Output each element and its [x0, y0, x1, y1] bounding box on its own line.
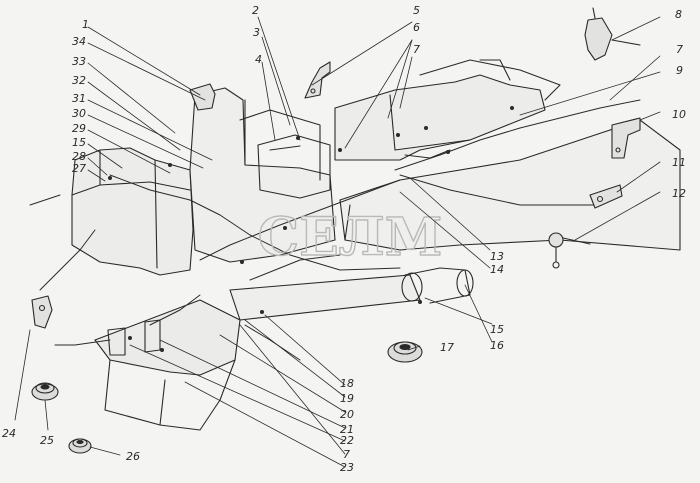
callout-11: 11: [672, 156, 686, 169]
clamp-1: [189, 83, 216, 111]
battery-box: [334, 59, 561, 161]
callout-6: 6: [413, 21, 420, 34]
clamp-24: [31, 295, 53, 329]
callout-24: 24: [2, 427, 16, 440]
callout-numbers: 1 34 33 32 31 30 29 15 28 27 2 3 4 5 6 7…: [2, 4, 686, 474]
callout-14: 14: [490, 263, 504, 276]
grommet-17: [387, 341, 423, 363]
grommet-25: [31, 382, 59, 401]
callout-28: 28: [72, 150, 86, 163]
lamp-8: [584, 7, 641, 61]
callout-30: 30: [72, 107, 86, 120]
callout-34: 34: [72, 35, 86, 48]
callout-5: 5: [413, 4, 420, 17]
clamp-10: [611, 117, 641, 159]
callout-26: 26: [126, 450, 140, 463]
grommet-26: [68, 438, 92, 454]
callout-15-right: 15: [490, 323, 504, 336]
callout-10: 10: [672, 108, 686, 121]
clamp-11: [589, 184, 623, 209]
callout-7-bottom: 7: [343, 448, 350, 461]
right-fender: [339, 119, 681, 251]
callout-13: 13: [490, 250, 504, 263]
callout-17: 17: [440, 341, 454, 354]
callout-18: 18: [340, 377, 354, 390]
callout-20: 20: [340, 408, 354, 421]
callout-7-right: 7: [676, 43, 683, 56]
callout-29: 29: [72, 122, 86, 135]
callout-19: 19: [340, 392, 354, 405]
callout-4: 4: [255, 53, 262, 66]
leader-lines: [14, 16, 661, 468]
callout-25: 25: [40, 434, 54, 447]
callout-31: 31: [72, 92, 86, 105]
watermark-text: СЕЛМ: [258, 207, 443, 268]
callout-32: 32: [72, 74, 86, 87]
callout-2: 2: [252, 4, 259, 17]
callout-1: 1: [82, 18, 89, 31]
wiring-harness: [29, 99, 641, 361]
callout-33: 33: [72, 55, 86, 68]
callout-16: 16: [490, 339, 504, 352]
left-housing: [71, 147, 194, 276]
callout-7-top: 7: [413, 43, 420, 56]
callout-23: 23: [340, 461, 354, 474]
lower-box: [94, 299, 241, 431]
callout-21: 21: [340, 423, 354, 436]
callout-9: 9: [676, 64, 683, 77]
muffler: [229, 267, 474, 321]
callout-27: 27: [72, 162, 86, 175]
callout-3: 3: [253, 26, 260, 39]
callout-22: 22: [340, 434, 354, 447]
clamp-5: [304, 61, 331, 99]
callout-12: 12: [672, 187, 686, 200]
callout-15-left: 15: [72, 136, 86, 149]
callout-8: 8: [675, 8, 682, 21]
plug-12: [548, 232, 591, 269]
